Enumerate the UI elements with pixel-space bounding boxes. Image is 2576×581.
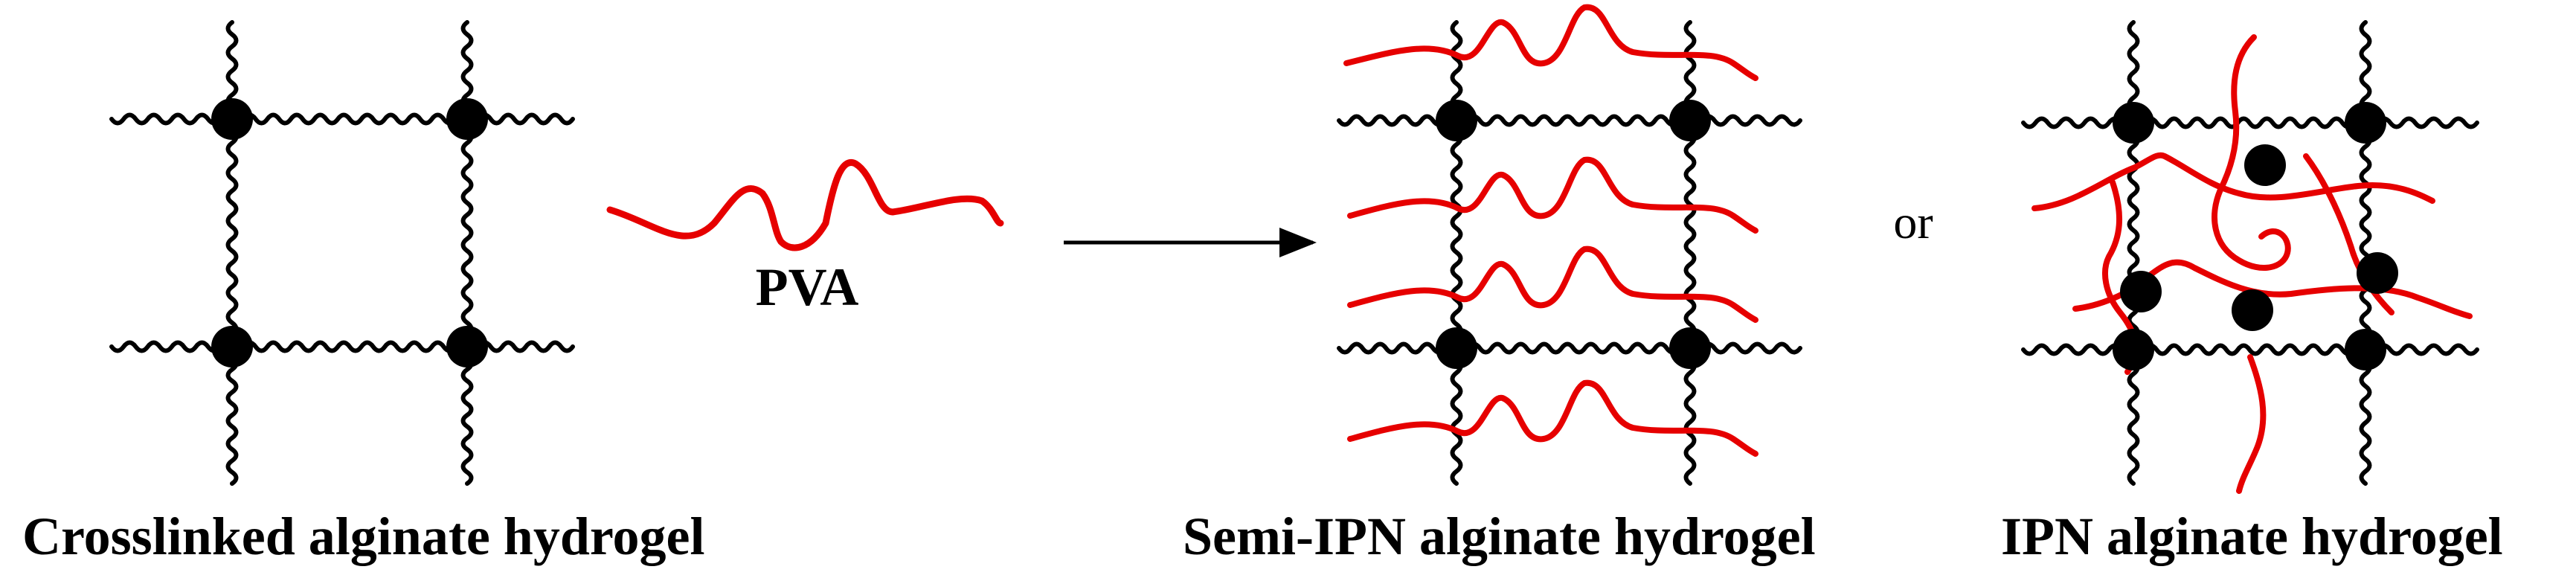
alginate-chain — [109, 340, 234, 353]
right-caption: IPN alginate hydrogel — [2001, 507, 2503, 566]
alginate-chain — [109, 112, 234, 126]
alginate-chain — [230, 112, 469, 126]
pva-chain — [2236, 354, 2267, 494]
pva-chain — [1343, 4, 1758, 81]
alginate-chain — [2359, 347, 2372, 486]
alginate-chain — [2131, 343, 2368, 356]
pva-label: PVA — [756, 257, 859, 317]
crosslink-node — [2113, 329, 2154, 370]
crosslink-node — [1669, 327, 1711, 369]
crosslink-node — [211, 326, 253, 367]
pva-chain — [1347, 156, 1758, 234]
pva-chain — [1347, 379, 1758, 457]
alginate-chain — [1450, 118, 1463, 350]
alginate-chain — [460, 117, 474, 349]
crosslink-node — [211, 98, 253, 140]
left-caption: Crosslinked alginate hydrogel — [22, 507, 704, 566]
crosslink-node — [2232, 289, 2273, 331]
alginate-chain — [225, 344, 239, 486]
crosslink-node — [1436, 100, 1477, 141]
crosslink-node — [1436, 327, 1477, 369]
pva-chain — [606, 159, 1004, 251]
alginate-chain — [2359, 121, 2372, 352]
crosslink-node — [2113, 102, 2154, 144]
crosslink-node — [446, 98, 488, 140]
alginate-chain — [1454, 114, 1692, 127]
crosslink-node — [2345, 329, 2386, 370]
pva-chain — [1347, 245, 1758, 323]
ipn-network — [2021, 20, 2479, 494]
crosslink-node — [2244, 144, 2286, 186]
crosslinked-network — [109, 20, 575, 486]
alginate-chain — [1454, 341, 1692, 355]
pva-chain-group: PVA — [606, 159, 1004, 317]
alginate-chain — [230, 340, 469, 353]
semi-ipn-network — [1337, 4, 1802, 486]
crosslink-node — [2120, 271, 2162, 312]
crosslink-node — [2357, 252, 2398, 294]
alginate-chain — [2127, 347, 2140, 486]
pva-chain — [2212, 34, 2291, 272]
alginate-chain — [1683, 346, 1697, 486]
alginate-chain — [225, 117, 239, 349]
or-connector: or — [1893, 196, 1933, 248]
alginate-chain — [460, 344, 474, 486]
crosslink-node — [1669, 100, 1711, 141]
middle-caption: Semi-IPN alginate hydrogel — [1183, 507, 1816, 566]
alginate-chain — [2127, 121, 2140, 352]
alginate-chain — [2131, 116, 2368, 129]
crosslink-node — [446, 326, 488, 367]
crosslink-node — [2345, 102, 2386, 144]
alginate-chain — [1683, 118, 1697, 350]
pva-chain — [2031, 152, 2435, 211]
alginate-chain — [1450, 346, 1463, 486]
